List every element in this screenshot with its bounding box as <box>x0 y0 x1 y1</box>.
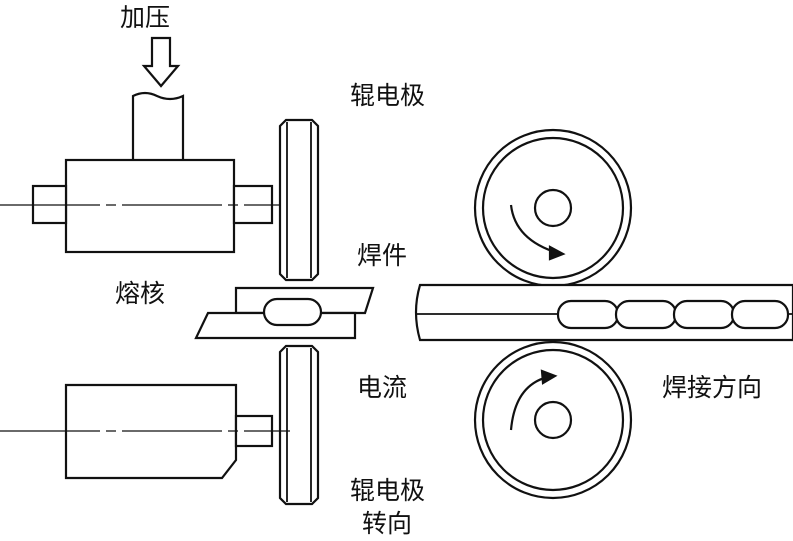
pressure-arrow-icon <box>141 36 181 88</box>
upper-electrode-housing <box>64 158 236 254</box>
lower-roller-edge-view <box>278 344 320 506</box>
upper-roller-edge-view <box>278 118 320 282</box>
seam-workpiece-front-view <box>414 283 793 342</box>
upper-electrode-assembly <box>31 36 274 254</box>
nugget-side-view <box>262 297 323 327</box>
label-pressure: 加压 <box>120 3 170 32</box>
label-workpiece: 焊件 <box>357 241 407 270</box>
label-current: 电流 <box>357 373 407 402</box>
label-roller-electrode-top: 辊电极 <box>350 81 425 110</box>
workpiece-side-view <box>194 286 375 340</box>
label-rotation: 转向 <box>362 509 412 538</box>
label-roller-electrode-bottom: 辊电极 <box>350 476 425 505</box>
nugget-front-4 <box>730 299 790 330</box>
label-nugget: 熔核 <box>115 279 165 308</box>
lower-roller-front-view <box>473 340 633 500</box>
label-welding-direction: 焊接方向 <box>662 373 762 402</box>
pressure-shaft <box>131 91 185 160</box>
nugget-front-3 <box>672 299 736 330</box>
upper-roller-front-view <box>473 128 633 288</box>
nugget-front-1 <box>556 299 620 330</box>
nugget-front-2 <box>614 299 678 330</box>
